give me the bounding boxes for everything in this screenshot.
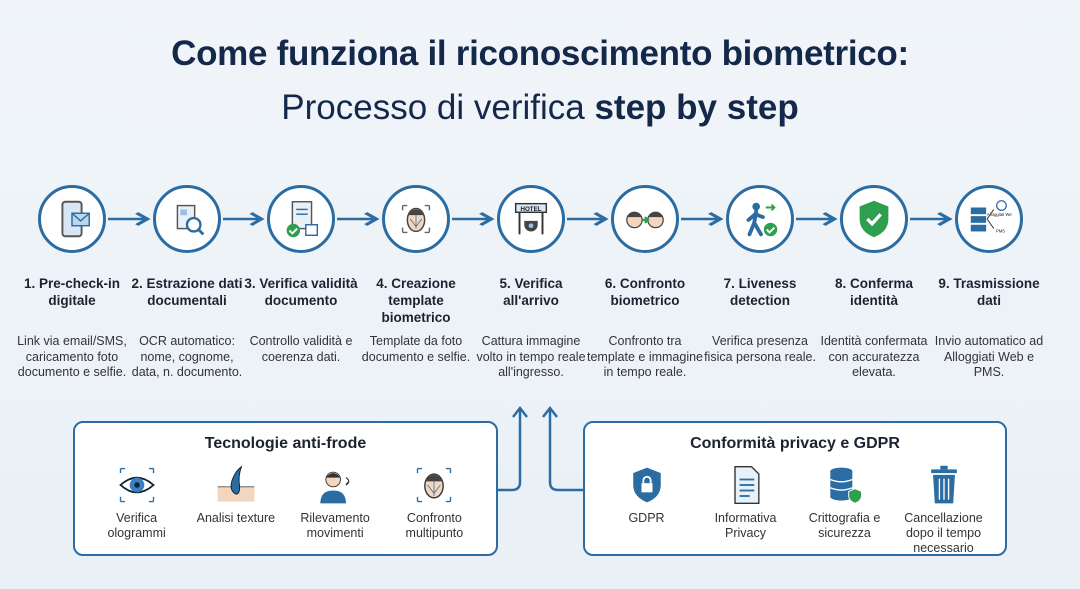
step-title: 4. Creazione template biometrico [376,276,456,325]
privacy-item-label: Crittografia e sicurezza [808,511,881,540]
privacy-item: Crittografia e sicurezza [795,463,894,556]
person-walking-icon [746,202,778,237]
antifraud-item-label: Analisi texture [196,511,276,525]
privacy-item: Informativa Privacy [696,463,795,556]
trash-icon [930,465,957,504]
page-title: Come funziona il riconoscimento biometri… [171,34,909,73]
face-scan-icon [401,204,431,234]
privacy-item: GDPR [597,463,696,556]
shield-lock-icon [632,467,661,503]
step-title: 1. Pre-check-in digitale [23,276,121,308]
arrow-right-icon [567,212,609,226]
antifraud-item: Confronto multipunto [385,463,484,541]
arrow-right-icon [681,212,724,226]
step-icon-circle [611,185,679,253]
step-description: Cattura immagine volto in tempo reale al… [476,334,586,379]
step-icon-circle [382,185,450,253]
privacy-item-label: GDPR [628,511,665,525]
arrow-right-icon [223,212,265,226]
arrow-right-icon [108,212,151,226]
page-subtitle: Processo di verifica step by step [0,88,1080,128]
antifraud-title: Tecnologie anti-frode [204,435,367,452]
antifraud-item-label: Verifica ologrammi [107,511,166,540]
arrow-right-icon [452,212,495,226]
step-description: Verifica presenza fisica persona reale. [704,334,816,364]
privacy-box: Conformità privacy e GDPR GDPR Informativ… [583,421,1007,556]
step-icon-circle [153,185,221,253]
step-description: OCR automatico: nome, cognome, data, n. … [131,334,243,379]
step-title: 5. Verifica all'arrivo [499,276,563,308]
arrow-right-icon [337,212,380,226]
step-description: Invio automatico ad Alloggiati Web e PMS… [934,334,1044,379]
document-check-icon [286,201,319,238]
step-description: Link via email/SMS, caricamento foto doc… [17,334,127,379]
arrow-right-icon [796,212,838,226]
subtitle-regular: Processo di verifica [281,88,595,127]
antifraud-box: Tecnologie anti-frode Verifica ologrammi… [73,421,498,556]
arrow-right-icon [910,212,953,226]
skin-texture-icon [217,465,255,502]
antifraud-item: Verifica ologrammi [87,463,186,541]
step-title: 2. Estrazione dati documentali [131,276,243,308]
shield-check-icon [859,200,889,238]
privacy-title: Conformità privacy e GDPR [690,435,900,452]
privacy-item-label: Cancellazione dopo il tempo necessario [904,511,983,555]
step-description: Confronto tra template e immagine in tem… [586,334,704,379]
svg-text:HOTEL: HOTEL [520,206,541,213]
step-title: 8. Conferma identità [834,276,914,308]
privacy-item: Cancellazione dopo il tempo necessario [894,463,993,556]
step-title: 6. Confronto biometrico [604,276,686,308]
face-mesh-icon [417,467,452,503]
subtitle-bold: step by step [594,88,799,127]
step-icon-circle [726,185,794,253]
phone-mail-icon [61,200,90,238]
svg-text:Alloggiati Web: Alloggiati Web [987,212,1012,217]
step-title: 9. Trasmissione dati [938,276,1040,308]
step-icon-circle [840,185,908,253]
privacy-item-label: Informativa Privacy [714,511,777,540]
antifraud-item-label: Confronto multipunto [405,511,464,540]
head-turn-icon [320,471,350,504]
svg-text:PMS: PMS [996,228,1005,233]
step-icon-circle [38,185,106,253]
step-description: Template da foto documento e selfie. [361,334,471,364]
document-icon [733,465,760,505]
database-shield-icon [829,467,862,504]
step-icon-circle [267,185,335,253]
step-icon-circle: HOTEL [497,185,565,253]
step-description: Identità confermata con accuratezza elev… [820,334,928,379]
face-compare-icon [626,211,664,229]
eye-scan-icon [118,467,155,503]
hotel-camera-icon: HOTEL [514,202,548,235]
step-title: 3. Verifica validità documento [244,276,358,308]
antifraud-item: Rilevamento movimenti [286,463,385,541]
antifraud-item-label: Rilevamento movimenti [300,511,370,540]
document-scan-icon [176,204,205,236]
step-title: 7. Liveness detection [723,276,797,308]
step-description: Controllo validità e coerenza dati. [249,334,353,364]
antifraud-item: Analisi texture [186,463,285,541]
